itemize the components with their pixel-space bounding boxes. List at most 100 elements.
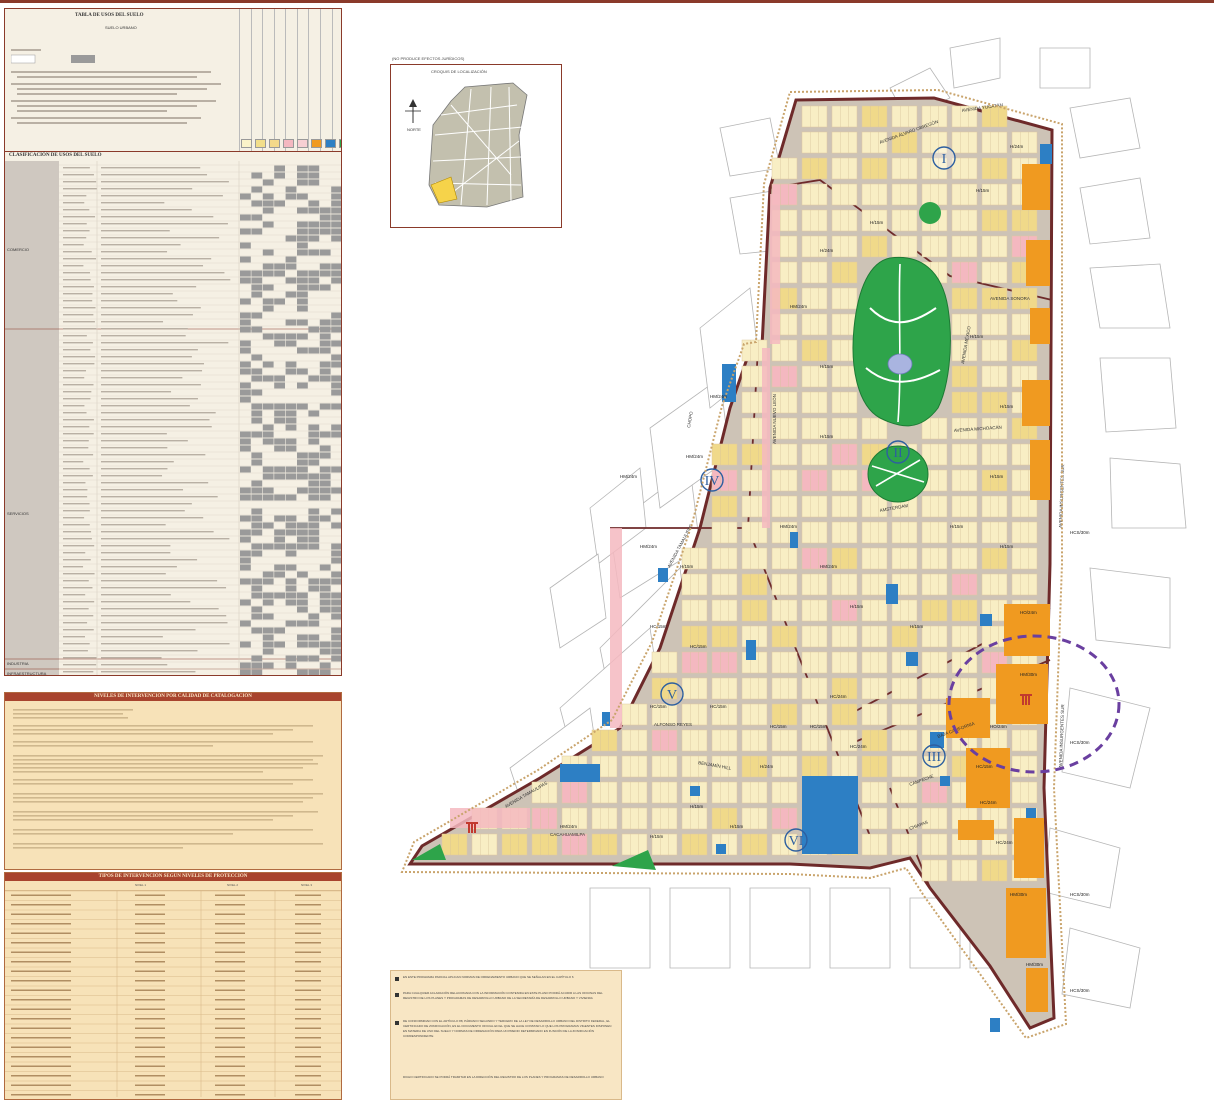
street-alfonso-reyes: ALFONSO REYES [654,722,692,727]
zoning-tag: HC/15m [650,624,667,629]
zoning-tag: HC/15m [690,644,707,649]
zoning-tag: HCS/30m [1070,740,1090,745]
green-triangle-west [412,844,446,860]
zoning-tag: H/15m [850,604,864,609]
street-cacahuamilpa: CACAHUAMILPA [550,832,585,837]
zoning-tag: HM/30m [1020,672,1037,677]
classification-title: CLASIFICACIÓN DE USOS DEL SUELO [9,153,102,158]
inset-caption: CROQUIS DE LOCALIZACIÓN [431,69,487,74]
zoning-tag: HC/15m [770,724,787,729]
land-use-table-title: TABLA DE USOS DEL SUELO [75,13,144,18]
equipment-blocks [560,144,1052,1032]
land-use-table: TABLA DE USOS DEL SUELO SUELO URBANO [4,8,342,676]
north-label: NORTE [407,127,421,132]
sector-vi-marker: VI [784,828,808,852]
note-4: DICHO CERTIFICADO SE PODRÁ TRAMITAR EN L… [403,1075,604,1079]
level-1-header: NIVEL 1 [135,883,147,887]
land-use-table-subtitle: SUELO URBANO [105,25,137,30]
street-amsterdam: AMSTERDAM [879,503,908,513]
zoning-map: I II III IV V VI AVENIDA YUCATÁN AVENIDA… [400,37,1187,1040]
bullet-icon [395,1021,399,1025]
zoning-tag: HC/24m [980,800,997,805]
dotted-perimeter [400,88,1068,1040]
green-triangle-south [612,850,656,870]
zoning-tag: HM/24m [620,474,637,479]
protection-text-lines [13,709,323,849]
zoning-tag: H/15m [1000,544,1014,549]
zoning-tag: HCS/30m [1070,530,1090,535]
svg-text:II: II [893,446,903,461]
intervention-types-title: TIPOS DE INTERVENCIÓN SEGÚN NIVELES DE P… [5,873,341,881]
street-chopo: CHOPO [686,411,694,429]
zoning-tag: H/15m [976,188,990,193]
zoning-tag: HM/24m [780,524,797,529]
zoning-tag: HC/24m [850,744,867,749]
zoning-tag: H/15m [870,220,884,225]
protection-levels-panel: NIVELES DE INTERVENCIÓN POR CALIDAD DE C… [4,692,342,870]
zoning-tag: HC/15m [810,724,827,729]
zoning-tag: H/15m [680,564,694,569]
zoning-tag: HM/30m [1010,892,1027,897]
zoning-tag: H/15m [820,364,834,369]
zoning-tags: H/24mH/15mH/15mH/24mHM/24mH/15mH/15mHM/2… [560,144,1090,993]
bullet-icon [395,977,399,981]
street-michoacan: AVENIDA MICHOACÁN [954,424,1002,433]
zoning-tag: H/15m [730,824,744,829]
zoning-tag: HM/24m [640,544,657,549]
zoning-tag: H/15m [950,524,964,529]
sector-iv-marker: IV [700,468,724,492]
monument-icon-west [466,822,478,833]
intervention-header-row: NIVEL 1 NIVEL 2 NIVEL 3 [5,881,341,891]
zoning-tag: HM/24m [710,394,727,399]
land-use-table-header: TABLA DE USOS DEL SUELO SUELO URBANO [5,9,341,152]
zoning-tag: HO/24m [990,724,1007,729]
zoning-tag: HO/24m [1020,610,1037,615]
zoning-tag: HM/24m [560,824,577,829]
location-inset: CROQUIS DE LOCALIZACIÓN NORTE [390,64,562,228]
zoning-tag: HM/24m [686,454,703,459]
street-yucatan: AVENIDA YUCATÁN [961,101,1003,113]
zoning-tag: HC/15m [976,764,993,769]
zoning-tag: H/15m [910,624,924,629]
services-blocks [946,164,1050,1012]
zoning-tag: H/15m [1000,404,1014,409]
inset-highlight-area [430,176,458,204]
inset-note: (NO PRODUCE EFECTOS JURÍDICOS) [392,56,465,61]
land-use-columns [239,9,341,151]
protection-levels-title: NIVELES DE INTERVENCIÓN POR CALIDAD DE C… [5,693,341,701]
zoning-tag: H/15m [650,834,664,839]
sector-ii-marker: II [886,440,910,464]
land-use-notes [10,49,231,131]
svg-text:III: III [927,750,941,765]
level-3-header: NIVEL 3 [301,883,313,887]
protection-levels-text [13,707,333,869]
intervention-types-panel: TIPOS DE INTERVENCIÓN SEGÚN NIVELES DE P… [4,872,342,1100]
zoning-swatches [241,139,341,148]
zoning-tag: H/15m [990,474,1004,479]
svg-text:V: V [667,688,677,703]
intervention-table [5,890,341,1097]
note-1: EN ESTE PROGRAMA PARCIAL APLICAN NORMAS … [403,975,574,979]
street-nuevo-leon: AVENIDA NUEVO LEÓN [771,394,777,444]
zoning-tag: HC/15m [710,704,727,709]
category-column [5,161,59,675]
zoning-tag: HCS/30m [1070,988,1090,993]
zoning-tag: HM/30m [1026,962,1043,967]
sector-v-marker: V [660,682,684,706]
note-2: PARA CUALQUIER ACLARACIÓN RELACIONADA CO… [403,991,603,1000]
notes-lines [10,49,221,124]
street-benjamin-hill: BENJAMÍN HILL [698,759,733,771]
zoning-tag: H/15m [820,434,834,439]
category-industria: INDUSTRIA [7,661,29,666]
zoning-tag: HCS/30m [1070,892,1090,897]
lake-icon [887,353,913,375]
note-3: DE CONFORMIDAD CON EL ARTÍCULO 88, PÁRRA… [403,1019,612,1038]
legend-panel: TABLA DE USOS DEL SUELO SUELO URBANO [4,8,342,1100]
zoning-tag: H/24m [760,764,774,769]
category-comercio: COMERCIO [7,247,29,252]
sector-markers: I II III IV V VI [660,146,956,852]
inset-streets [432,86,524,206]
zoning-tag: HC/15m [650,704,667,709]
zoning-tag: HM/24m [790,304,807,309]
zoning-tag: H/24m [1010,144,1024,149]
